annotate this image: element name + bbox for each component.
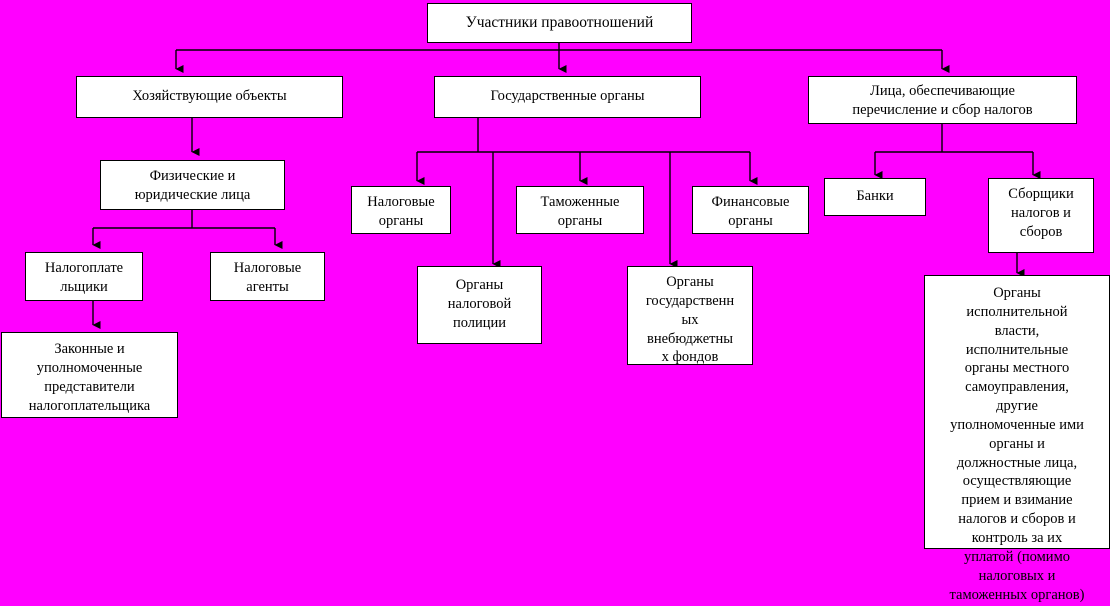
node-branch-collectors[interactable]: Лица, обеспечивающие перечисление и сбор… (808, 76, 1077, 124)
node-individuals-legal-entities[interactable]: Физические и юридические лица (100, 160, 285, 210)
node-tax-collectors[interactable]: Сборщики налогов и сборов (988, 178, 1094, 253)
node-branch-collectors-label: Лица, обеспечивающие перечисление и сбор… (852, 83, 1033, 118)
node-tax-authorities[interactable]: Налоговые органы (351, 186, 451, 234)
node-tax-police[interactable]: Органы налоговой полиции (417, 266, 542, 344)
node-financial-authorities-label: Финансовые органы (711, 194, 790, 229)
node-banks-label: Банки (856, 188, 894, 204)
node-root-label: Участники правоотношений (465, 14, 654, 31)
node-financial-authorities[interactable]: Финансовые органы (692, 186, 809, 234)
node-customs-authorities[interactable]: Таможенные органы (516, 186, 644, 234)
node-tax-agents[interactable]: Налоговые агенты (210, 252, 325, 301)
node-individuals-legal-entities-label: Физические и юридические лица (134, 168, 251, 203)
node-branch-state-bodies-label: Государственные органы (490, 88, 645, 104)
node-tax-agents-label: Налоговые агенты (233, 260, 302, 295)
node-legal-representatives[interactable]: Законные и уполномоченные представители … (1, 332, 178, 418)
node-banks[interactable]: Банки (824, 178, 926, 216)
node-legal-representatives-label: Законные и уполномоченные представители … (28, 341, 151, 414)
node-root[interactable]: Участники правоотношений (427, 3, 692, 43)
node-taxpayers[interactable]: Налогоплате льщики (25, 252, 143, 301)
node-executive-authorities[interactable]: Органы исполнительной власти, исполнител… (924, 275, 1110, 603)
node-tax-police-label: Органы налоговой полиции (447, 277, 512, 331)
node-tax-collectors-label: Сборщики налогов и сборов (1008, 186, 1074, 240)
node-branch-state-bodies[interactable]: Государственные органы (434, 76, 701, 118)
node-executive-authorities-label: Органы исполнительной власти, исполнител… (949, 285, 1085, 603)
node-tax-authorities-label: Налоговые органы (367, 194, 435, 229)
node-branch-economic-entities-label: Хозяйствующие объекты (132, 88, 287, 104)
node-customs-authorities-label: Таможенные органы (540, 194, 620, 229)
node-extrabudgetary-funds[interactable]: Органы государственн ых внебюджетны х фо… (627, 266, 753, 365)
node-branch-economic-entities[interactable]: Хозяйствующие объекты (76, 76, 343, 118)
node-taxpayers-label: Налогоплате льщики (44, 260, 124, 295)
node-extrabudgetary-funds-label: Органы государственн ых внебюджетны х фо… (645, 274, 735, 366)
